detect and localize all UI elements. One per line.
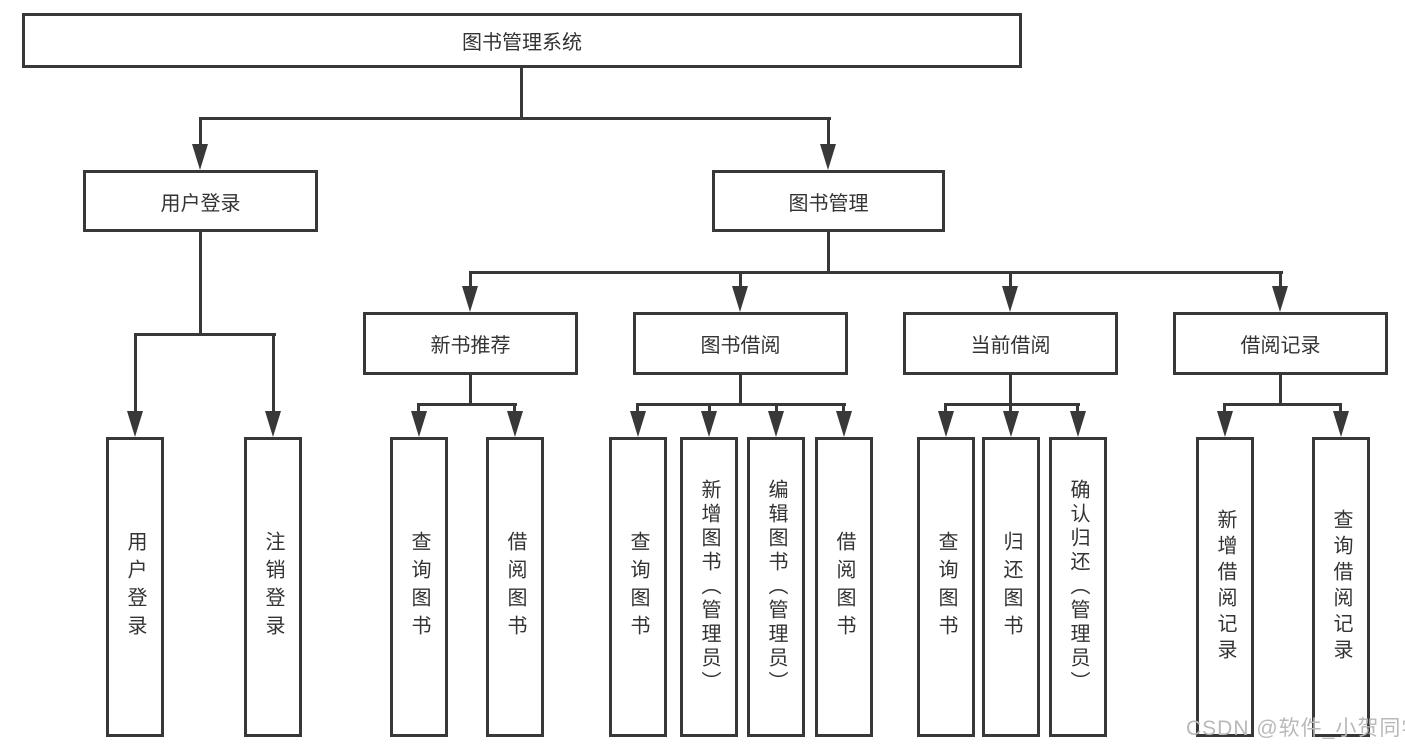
arrow-to-query-books-borrow [630,411,646,437]
connector-root-stem [520,66,523,120]
connector-mgmt-stem [827,230,830,274]
node-book-management: 图书管理 [712,170,945,232]
connector-records-drop-2 [1339,403,1342,414]
arrow-to-leaf-logout [265,411,281,437]
connector-current-drop-2 [1009,403,1012,414]
leaf-add-books-admin: 新增图书（管理员） [680,437,738,737]
leaf-query-books-current: 查询图书 [917,437,975,737]
arrow-to-book-borrow [732,286,748,312]
leaf-borrow-books-recommend: 借阅图书 [486,437,544,737]
node-user-login: 用户登录 [83,170,318,232]
connector-root-drop-left [199,117,202,147]
connector-mgmt-drop-4 [1279,271,1282,289]
node-current-borrow: 当前借阅 [903,312,1118,375]
connector-mgmt-hline [469,271,1283,274]
connector-current-drop-1 [944,403,947,414]
leaf-query-books-borrow: 查询图书 [609,437,667,737]
connector-recommend-drop-2 [513,403,516,414]
connector-root-hline [199,117,831,120]
connector-current-stem [1009,373,1012,406]
node-root-library-system: 图书管理系统 [22,13,1022,68]
leaf-logout: 注销登录 [244,437,302,737]
arrow-to-query-record [1333,411,1349,437]
node-book-borrow: 图书借阅 [633,312,848,375]
connector-mgmt-drop-1 [469,271,472,289]
connector-records-drop-1 [1223,403,1226,414]
arrow-to-book-management [820,144,836,170]
connector-borrow-drop-3 [775,403,778,414]
arrow-to-query-books-current [938,411,954,437]
csdn-watermark: CSDN @软件_小贺同学 [1186,717,1405,740]
leaf-query-books-recommend: 查询图书 [390,437,448,737]
arrow-to-return-books [1003,411,1019,437]
arrow-to-query-books-recommend [411,411,427,437]
connector-borrow-drop-4 [842,403,845,414]
arrow-to-borrow-books [836,411,852,437]
connector-mgmt-drop-3 [1009,271,1012,289]
arrow-to-borrow-books-recommend [507,411,523,437]
leaf-borrow-books: 借阅图书 [815,437,873,737]
connector-recommend-drop-1 [417,403,420,414]
connector-borrow-hline [636,403,846,406]
connector-recommend-hline [417,403,517,406]
leaf-add-borrow-record: 新增借阅记录 [1196,437,1254,737]
arrow-to-user-login [192,144,208,170]
connector-borrow-stem [739,373,742,406]
connector-login-drop-2 [272,333,275,413]
arrow-to-edit-books [768,411,784,437]
connector-records-hline [1223,403,1342,406]
connector-current-hline [944,403,1080,406]
connector-mgmt-drop-2 [739,271,742,289]
connector-login-stem [199,230,202,336]
connector-root-drop-right [827,117,830,147]
node-borrow-records: 借阅记录 [1173,312,1388,375]
connector-records-stem [1279,373,1282,406]
connector-recommend-stem [469,373,472,406]
connector-current-drop-3 [1076,403,1079,414]
connector-login-hline [134,333,276,336]
connector-borrow-drop-1 [636,403,639,414]
node-new-book-recommend: 新书推荐 [363,312,578,375]
arrow-to-add-books [701,411,717,437]
arrow-to-confirm-return [1070,411,1086,437]
leaf-return-books: 归还图书 [982,437,1040,737]
leaf-edit-books-admin: 编辑图书（管理员） [747,437,805,737]
connector-borrow-drop-2 [708,403,711,414]
arrow-to-add-record [1217,411,1233,437]
leaf-user-login: 用户登录 [106,437,164,737]
leaf-query-borrow-record: 查询借阅记录 [1312,437,1370,737]
arrow-to-new-book-recommend [462,286,478,312]
arrow-to-borrow-records [1272,286,1288,312]
arrow-to-leaf-user-login [127,411,143,437]
connector-login-drop-1 [134,333,137,413]
arrow-to-current-borrow [1002,286,1018,312]
leaf-confirm-return-admin: 确认归还（管理员） [1049,437,1107,737]
